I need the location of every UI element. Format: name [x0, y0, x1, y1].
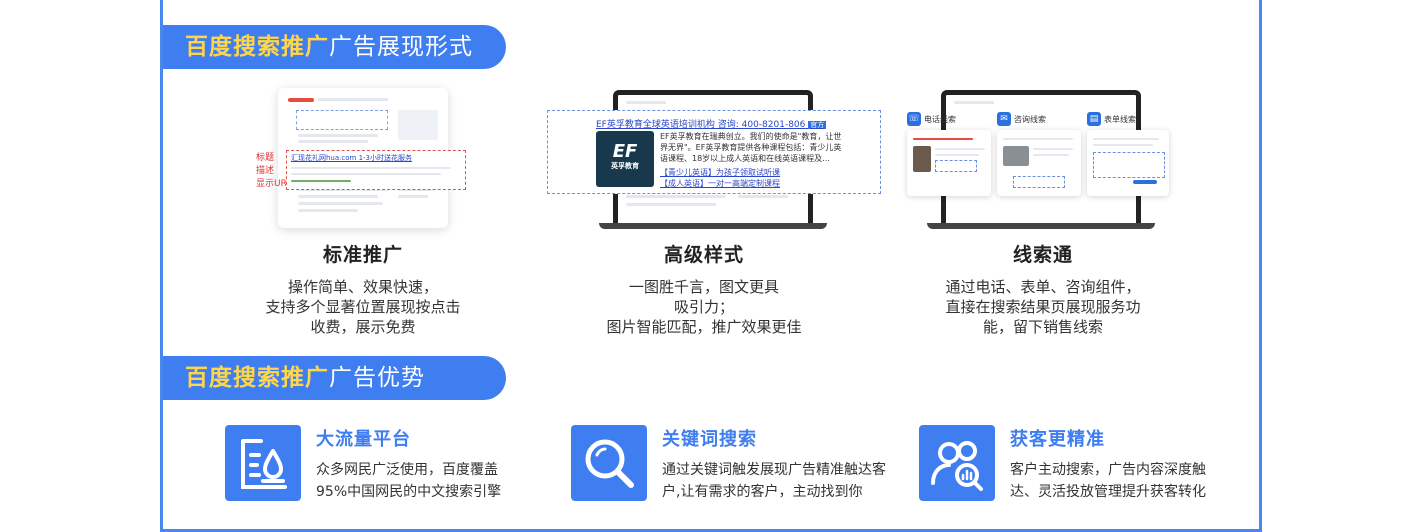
desc-line: 众多网民广泛使用，百度覆盖	[316, 462, 498, 478]
label-url: 显示URL	[256, 179, 292, 189]
card-chat-label: 咨询线索	[1014, 114, 1046, 124]
ef-logo-mark: EF	[612, 141, 638, 162]
desc-line: 通过电话、表单、咨询组件，	[945, 278, 1141, 296]
card-chat	[997, 130, 1081, 196]
traffic-platform-icon	[225, 425, 301, 501]
ef-link-adult[interactable]: 【成人英语】一对一高端定制课程	[660, 179, 780, 188]
laptop-base-3	[927, 223, 1155, 229]
advantage-desc: 客户主动搜索，广告内容深度触 达、灵活投放管理提升获客转化	[1010, 459, 1250, 503]
advantage-title: 获客更精准	[1010, 429, 1105, 450]
card-phone	[907, 130, 991, 196]
ad-title: 汇现花礼网hua.com 1-3小时送花服务	[291, 154, 412, 162]
card-head-phone: ☏电话线索	[907, 112, 956, 126]
phone-icon: ☏	[907, 112, 921, 126]
label-title: 标题	[256, 153, 275, 163]
standard-ad-mockup: 标题 描述 显示URL 汇现花礼网hua.com 1-3小时送花服务	[256, 86, 466, 236]
card-form	[1087, 130, 1169, 196]
card-head-form: ▤表单线索	[1087, 112, 1136, 126]
banner-rest: 广告展现形式	[329, 34, 473, 60]
card-head-chat: ✉咨询线索	[997, 112, 1046, 126]
desc-line: 一图胜千言，图文更具	[628, 278, 779, 296]
form-advanced-title: 高级样式	[663, 244, 744, 266]
advantage-desc: 众多网民广泛使用，百度覆盖 95%中国网民的中文搜索引擎	[316, 459, 556, 503]
form-advanced: 高级样式 一图胜千言，图文更具 吸引力； 图片智能匹配，推广效果更佳	[559, 240, 849, 337]
desc-line: 能，留下销售线索	[982, 318, 1103, 336]
ef-logo: EF 英孚教育	[596, 131, 654, 187]
ef-logo-name: 英孚教育	[611, 162, 639, 170]
chat-icon: ✉	[997, 112, 1011, 126]
laptop-base	[599, 223, 827, 229]
section-banner-forms: 百度搜索推广广告展现形式	[163, 25, 506, 69]
ef-ad-title-text: EF英孚教育全球英语培训机构 咨询: 400-8201-806	[596, 120, 806, 130]
users-target-icon	[919, 425, 995, 501]
advanced-ad-mockup: EF英孚教育全球英语培训机构 咨询: 400-8201-806 官方 EF 英孚…	[543, 88, 883, 238]
advanced-ad-box: EF英孚教育全球英语培训机构 咨询: 400-8201-806 官方 EF 英孚…	[547, 110, 881, 194]
lead-ad-mockup: ☏电话线索 ✉咨询线索 ▤表单线索	[903, 88, 1173, 238]
ef-ad-title: EF英孚教育全球英语培训机构 咨询: 400-8201-806 官方	[596, 117, 827, 130]
form-standard-title: 标准推广	[322, 244, 403, 266]
banner-highlight: 百度搜索推广	[185, 365, 329, 391]
label-desc: 描述	[256, 166, 275, 176]
desc-line: 直接在搜索结果页展现服务功	[945, 298, 1141, 316]
form-standard-desc: 操作简单、效果快速， 支持多个显著位置展现按点击 收费，展示免费	[218, 277, 508, 337]
official-badge: 官方	[808, 121, 827, 129]
field-labels: 标题 描述 显示URL	[256, 152, 292, 191]
desc-line: 图片智能匹配，推广效果更佳	[606, 318, 802, 336]
advantage-title: 大流量平台	[316, 429, 411, 450]
ef-link-kids[interactable]: 【青少儿英语】为孩子领取试听课	[660, 168, 780, 177]
card-form-label: 表单线索	[1104, 114, 1136, 124]
desc-line: 吸引力；	[673, 298, 734, 316]
desc-line: 户,让有需求的客户，主动找到你	[662, 484, 863, 500]
desc-line: 95%中国网民的中文搜索引擎	[316, 484, 502, 500]
banner-rest: 广告优势	[329, 365, 425, 391]
magnifier-icon	[571, 425, 647, 501]
form-advanced-desc: 一图胜千言，图文更具 吸引力； 图片智能匹配，推广效果更佳	[559, 277, 849, 337]
form-icon: ▤	[1087, 112, 1101, 126]
desc-line: 达、灵活投放管理提升获客转化	[1010, 484, 1206, 500]
form-standard: 标准推广 操作简单、效果快速， 支持多个显著位置展现按点击 收费，展示免费	[218, 240, 508, 337]
desc-line: 支持多个显著位置展现按点击	[265, 298, 461, 316]
form-leads-title: 线索通	[1012, 244, 1073, 266]
desc-line: 客户主动搜索，广告内容深度触	[1010, 462, 1206, 478]
ef-ad-text: EF英孚教育在瑞典创立。我们的使命是"教育，让世界无界"。EF英孚教育提供各种课…	[660, 132, 842, 163]
form-leads-desc: 通过电话、表单、咨询组件， 直接在搜索结果页展现服务功 能，留下销售线索	[898, 277, 1188, 337]
form-leads: 线索通 通过电话、表单、咨询组件， 直接在搜索结果页展现服务功 能，留下销售线索	[898, 240, 1188, 337]
advantage-title: 关键词搜索	[662, 429, 757, 450]
banner-highlight: 百度搜索推广	[185, 34, 329, 60]
desc-line: 操作简单、效果快速，	[287, 278, 438, 296]
ad-highlight-box: 汇现花礼网hua.com 1-3小时送花服务	[286, 150, 466, 190]
desc-line: 收费，展示免费	[310, 318, 416, 336]
desc-line: 通过关键词触发展现广告精准触达客	[662, 462, 886, 478]
content-frame: 百度搜索推广广告展现形式 标题 描述 显示URL 汇现花礼网hua.com 1-…	[160, 0, 1262, 532]
section-banner-advantages: 百度搜索推广广告优势	[163, 356, 506, 400]
card-phone-label: 电话线索	[924, 114, 956, 124]
advantage-desc: 通过关键词触发展现广告精准触达客 户,让有需求的客户，主动找到你	[662, 459, 902, 503]
